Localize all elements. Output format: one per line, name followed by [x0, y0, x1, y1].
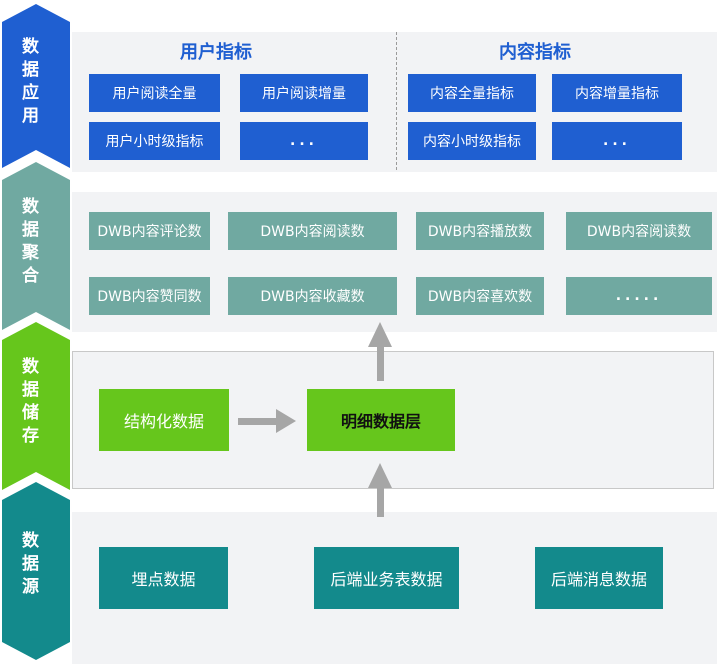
user-metrics-title: 用户指标 — [180, 42, 252, 63]
label-char: 用 — [22, 106, 39, 126]
label-char: 数 — [22, 37, 39, 57]
aggregation-layer-label: 数 据 聚 合 — [22, 196, 39, 288]
detail-data-layer-box: 明细数据层 — [307, 389, 455, 451]
source-chevron — [2, 482, 70, 660]
label-char: 源 — [22, 577, 39, 597]
dwb-love-count-box: DWB内容喜欢数 — [416, 277, 544, 315]
label-char: 数 — [22, 531, 39, 551]
backend-message-data-box: 后端消息数据 — [535, 547, 663, 609]
backend-business-table-data-box: 后端业务表数据 — [314, 547, 459, 609]
label-char: 据 — [22, 380, 39, 400]
content-full-metrics-box: 内容全量指标 — [408, 74, 536, 112]
dwb-read-count-box-2: DWB内容阅读数 — [566, 212, 712, 250]
label-char: 据 — [22, 60, 39, 80]
content-more-box: ... — [552, 122, 682, 160]
dwb-like-count-box: DWB内容赞同数 — [89, 277, 210, 315]
storage-layer-label: 数 据 储 存 — [22, 356, 39, 448]
layer-chevron-column — [2, 4, 70, 660]
label-char: 数 — [22, 197, 39, 217]
content-metrics-title: 内容指标 — [499, 42, 571, 63]
source-layer-label: 数 据 源 — [22, 530, 39, 599]
dwb-read-count-box: DWB内容阅读数 — [228, 212, 397, 250]
label-char: 数 — [22, 357, 39, 377]
label-char: 应 — [22, 83, 39, 103]
user-read-incremental-box: 用户阅读增量 — [240, 74, 368, 112]
label-char: 据 — [22, 220, 39, 240]
content-incremental-metrics-box: 内容增量指标 — [552, 74, 682, 112]
storage-chevron — [2, 322, 70, 490]
label-char: 据 — [22, 554, 39, 574]
content-hourly-metrics-box: 内容小时级指标 — [408, 122, 536, 160]
user-hourly-metrics-box: 用户小时级指标 — [89, 122, 220, 160]
label-char: 储 — [22, 403, 39, 423]
dwb-favorite-count-box: DWB内容收藏数 — [228, 277, 397, 315]
dwb-comment-count-box: DWB内容评论数 — [89, 212, 210, 250]
aggregation-chevron — [2, 162, 70, 330]
structured-data-box: 结构化数据 — [99, 389, 229, 451]
label-char: 合 — [22, 266, 39, 286]
label-char: 存 — [22, 426, 39, 446]
section-divider — [396, 32, 397, 170]
dwb-play-count-box: DWB内容播放数 — [416, 212, 544, 250]
application-layer-label: 数 据 应 用 — [22, 36, 39, 128]
user-read-full-box: 用户阅读全量 — [89, 74, 220, 112]
label-char: 聚 — [22, 243, 39, 263]
dwb-more-box: ..... — [566, 277, 712, 315]
user-more-box: ... — [240, 122, 368, 160]
application-chevron — [2, 4, 70, 168]
tracking-data-box: 埋点数据 — [99, 547, 228, 609]
